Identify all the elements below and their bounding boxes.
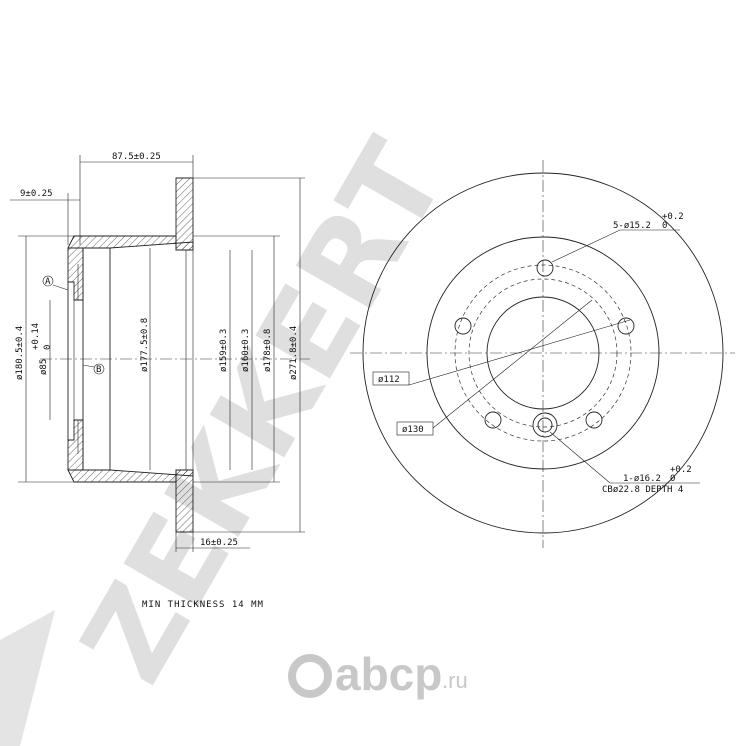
pilot-hole-cbore: [532, 412, 558, 438]
marker-a-label: A: [45, 277, 51, 287]
center-bore-circle: [486, 296, 600, 410]
bolt-hole: [484, 411, 502, 429]
dim-hat-offset: 9±0.25: [20, 189, 53, 199]
label-bolt-holes-tol-lower: 0: [662, 221, 667, 231]
rotor-bottom-ring: [175, 469, 194, 533]
pilot-hole: [537, 417, 553, 433]
label-counterbore: CBø22.8 DEPTH 4: [602, 485, 683, 495]
label-pilot-hole-tol-lower: 0: [670, 474, 675, 484]
label-pcd: ø112: [378, 375, 400, 385]
label-bolt-holes: 5-ø15.2: [613, 221, 651, 231]
rotor-outer-edge: [362, 172, 724, 534]
dim-thickness: 16±0.25: [200, 538, 238, 548]
dim-center-bore-tol-upper: +0.14: [31, 323, 41, 350]
front-view: 5-ø15.2 +0.2 0 ø112 ø130 1-ø16.2 +0.2 0 …: [350, 160, 735, 548]
marker-b-label: B: [96, 365, 101, 375]
watermark-chevron: [0, 610, 55, 746]
rotor-top-ring: [175, 177, 194, 251]
dim-center-bore-tol-lower: 0: [43, 345, 53, 350]
hat-top-wall: [67, 235, 194, 251]
hub-plate-bottom: [67, 419, 84, 471]
label-ring: ø130: [402, 425, 424, 435]
bolt-hole: [454, 317, 472, 335]
bolt-hole: [585, 411, 603, 429]
watermark-text: ZEKKERT: [55, 119, 472, 704]
bolt-hole: [536, 259, 554, 277]
logo-name: abcp: [335, 648, 442, 700]
dim-160: ø160±0.3: [241, 329, 251, 372]
abcp-logo: abcp .ru: [288, 648, 468, 700]
abcp-logo-icon: [288, 654, 332, 698]
hub-plate-top: [67, 247, 84, 301]
label-bolt-holes-tol-upper: +0.2: [662, 212, 684, 222]
logo-suffix: .ru: [442, 668, 468, 693]
dim-outer: ø271.8±0.4: [289, 326, 299, 380]
dim-offset-total: 87.5±0.25: [112, 152, 161, 162]
dim-178: ø178±0.8: [263, 329, 273, 372]
label-pilot-hole: 1-ø16.2: [623, 474, 661, 484]
dim-center-bore: ø85: [39, 359, 49, 375]
min-thickness-note: MIN THICKNESS 14 MM: [142, 600, 264, 610]
marker-b: [93, 363, 105, 375]
dim-outer-hat: ø180.5±0.4: [15, 326, 25, 380]
bolt-hole: [617, 317, 635, 335]
dim-159: ø159±0.3: [219, 329, 229, 372]
dim-hub: ø177.5±0.8: [140, 318, 150, 372]
section-view: 87.5±0.25 9±0.25 16±0.25 ø180.5±0.4 ø85 …: [10, 152, 310, 552]
hat-bottom-wall: [67, 469, 194, 483]
label-pilot-hole-tol-upper: +0.2: [670, 465, 692, 475]
marker-a: [42, 275, 54, 287]
